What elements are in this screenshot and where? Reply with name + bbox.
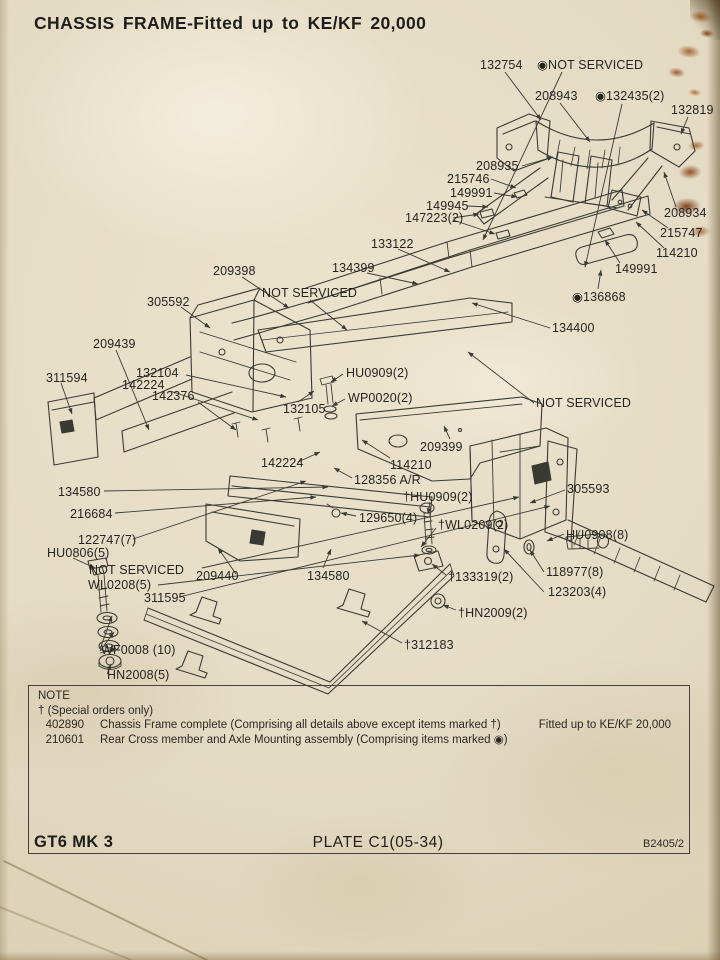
part-label-209398: 209398 [213, 264, 256, 278]
part-label-305592: 305592 [147, 295, 190, 309]
part-label-HU08065: HU0806(5) [47, 546, 110, 560]
note-row: 402890 Chassis Frame complete (Comprisin… [38, 718, 680, 733]
part-label-209399: 209399 [420, 440, 463, 454]
part-label-1232034: 123203(4) [548, 585, 607, 599]
part-label-1472232: 147223(2) [405, 211, 464, 225]
note-row-desc: Rear Cross member and Axle Mounting asse… [100, 734, 508, 747]
part-label-305593: 305593 [567, 482, 610, 496]
part-label-WL02092: †WL0209(2) [438, 518, 509, 532]
part-label-216684: 216684 [70, 507, 113, 521]
part-label-142224: 142224 [122, 378, 165, 392]
page-edge-left [0, 0, 9, 960]
part-label-142376: 142376 [152, 389, 195, 403]
part-label-114210: 114210 [390, 458, 432, 472]
part-label-WP00202: WP0020(2) [348, 391, 413, 405]
part-label-132819: 132819 [671, 103, 714, 117]
part-label-134400: 134400 [552, 321, 595, 335]
part-label-HU09088: HU0908(8) [566, 528, 629, 542]
part-label-208943: 208943 [535, 89, 578, 103]
part-label-208934: 208934 [664, 206, 707, 220]
part-label-1333192: †133319(2) [448, 570, 514, 584]
part-label-149991: 149991 [615, 262, 658, 276]
note-box: NOTE † (Special orders only) 402890 Chas… [28, 685, 690, 854]
part-label-312183: †312183 [404, 638, 454, 652]
part-label-136868: ◉136868 [572, 290, 626, 304]
part-label-HU09092: HU0909(2) [346, 366, 409, 380]
part-label-NOTSERVICED: NOT SERVICED [262, 286, 358, 300]
part-label-NOTSERVICED: NOT SERVICED [536, 396, 632, 410]
part-label-128356AR: 128356 A/R [354, 473, 421, 487]
part-label-WL02085: WL0208(5) [88, 578, 152, 592]
note-heading: NOTE [38, 690, 70, 702]
note-row-code: 210601 [45, 734, 84, 747]
part-label-132104: 132104 [136, 366, 179, 380]
note-special-orders: † (Special orders only) [38, 704, 154, 717]
part-label-WF000810: WF0008 (10) [101, 643, 176, 657]
note-row: 210601 Rear Cross member and Axle Mounti… [38, 733, 680, 748]
part-label-114210: 114210 [656, 246, 698, 260]
plate-number: PLATE C1(05-34) [312, 834, 444, 851]
part-label-133122: 133122 [371, 237, 414, 251]
note-row-extra: Fitted up to KE/KF 20,000 [538, 719, 672, 732]
part-label-215747: 215747 [660, 226, 703, 240]
part-label-1324352: ◉132435(2) [595, 89, 665, 103]
page-edge-bottom [0, 951, 720, 960]
part-label-209440: 209440 [196, 569, 239, 583]
part-label-311595: 311595 [144, 591, 186, 605]
page-title: CHASSIS FRAME-Fitted up to KE/KF 20,000 [34, 13, 427, 33]
part-label-HN20092: †HN2009(2) [458, 606, 528, 620]
part-label-142224: 142224 [261, 456, 304, 470]
part-label-NOTSERVICED: ◉NOT SERVICED [537, 58, 644, 72]
part-label-HU09092: †HU0909(2) [403, 490, 473, 504]
note-row-desc: Chassis Frame complete (Comprising all d… [100, 719, 501, 732]
model-label: GT6 MK 3 [34, 833, 114, 851]
part-label-215746: 215746 [447, 172, 490, 186]
part-label-134580: 134580 [58, 485, 101, 499]
part-label-208935: 208935 [476, 159, 519, 173]
note-row-code: 402890 [45, 719, 84, 732]
part-label-134580: 134580 [307, 569, 350, 583]
part-label-1189778: 118977(8) [546, 565, 604, 579]
part-label-209439: 209439 [93, 337, 136, 351]
part-label-132105: 132105 [283, 402, 326, 416]
part-label-134399: 134399 [332, 261, 375, 275]
part-label-149991: 149991 [450, 186, 493, 200]
chassis-line-art [47, 113, 715, 695]
part-label-132754: 132754 [480, 58, 523, 72]
part-label-311594: 311594 [46, 371, 88, 385]
reference-number: B2405/2 [643, 838, 684, 850]
part-label-149945: 149945 [426, 199, 469, 213]
note-block: NOTE † (Special orders only) 402890 Chas… [29, 686, 689, 751]
part-label-NOTSERVICED: NOT SERVICED [89, 563, 185, 577]
plate-footer: GT6 MK 3 PLATE C1(05-34) B2405/2 [34, 833, 684, 852]
leader-lines [60, 71, 689, 675]
part-label-1296504: 129650(4) [359, 511, 418, 525]
part-label-HN20085: HN2008(5) [107, 668, 170, 682]
part-label-1227477: 122747(7) [78, 533, 137, 547]
